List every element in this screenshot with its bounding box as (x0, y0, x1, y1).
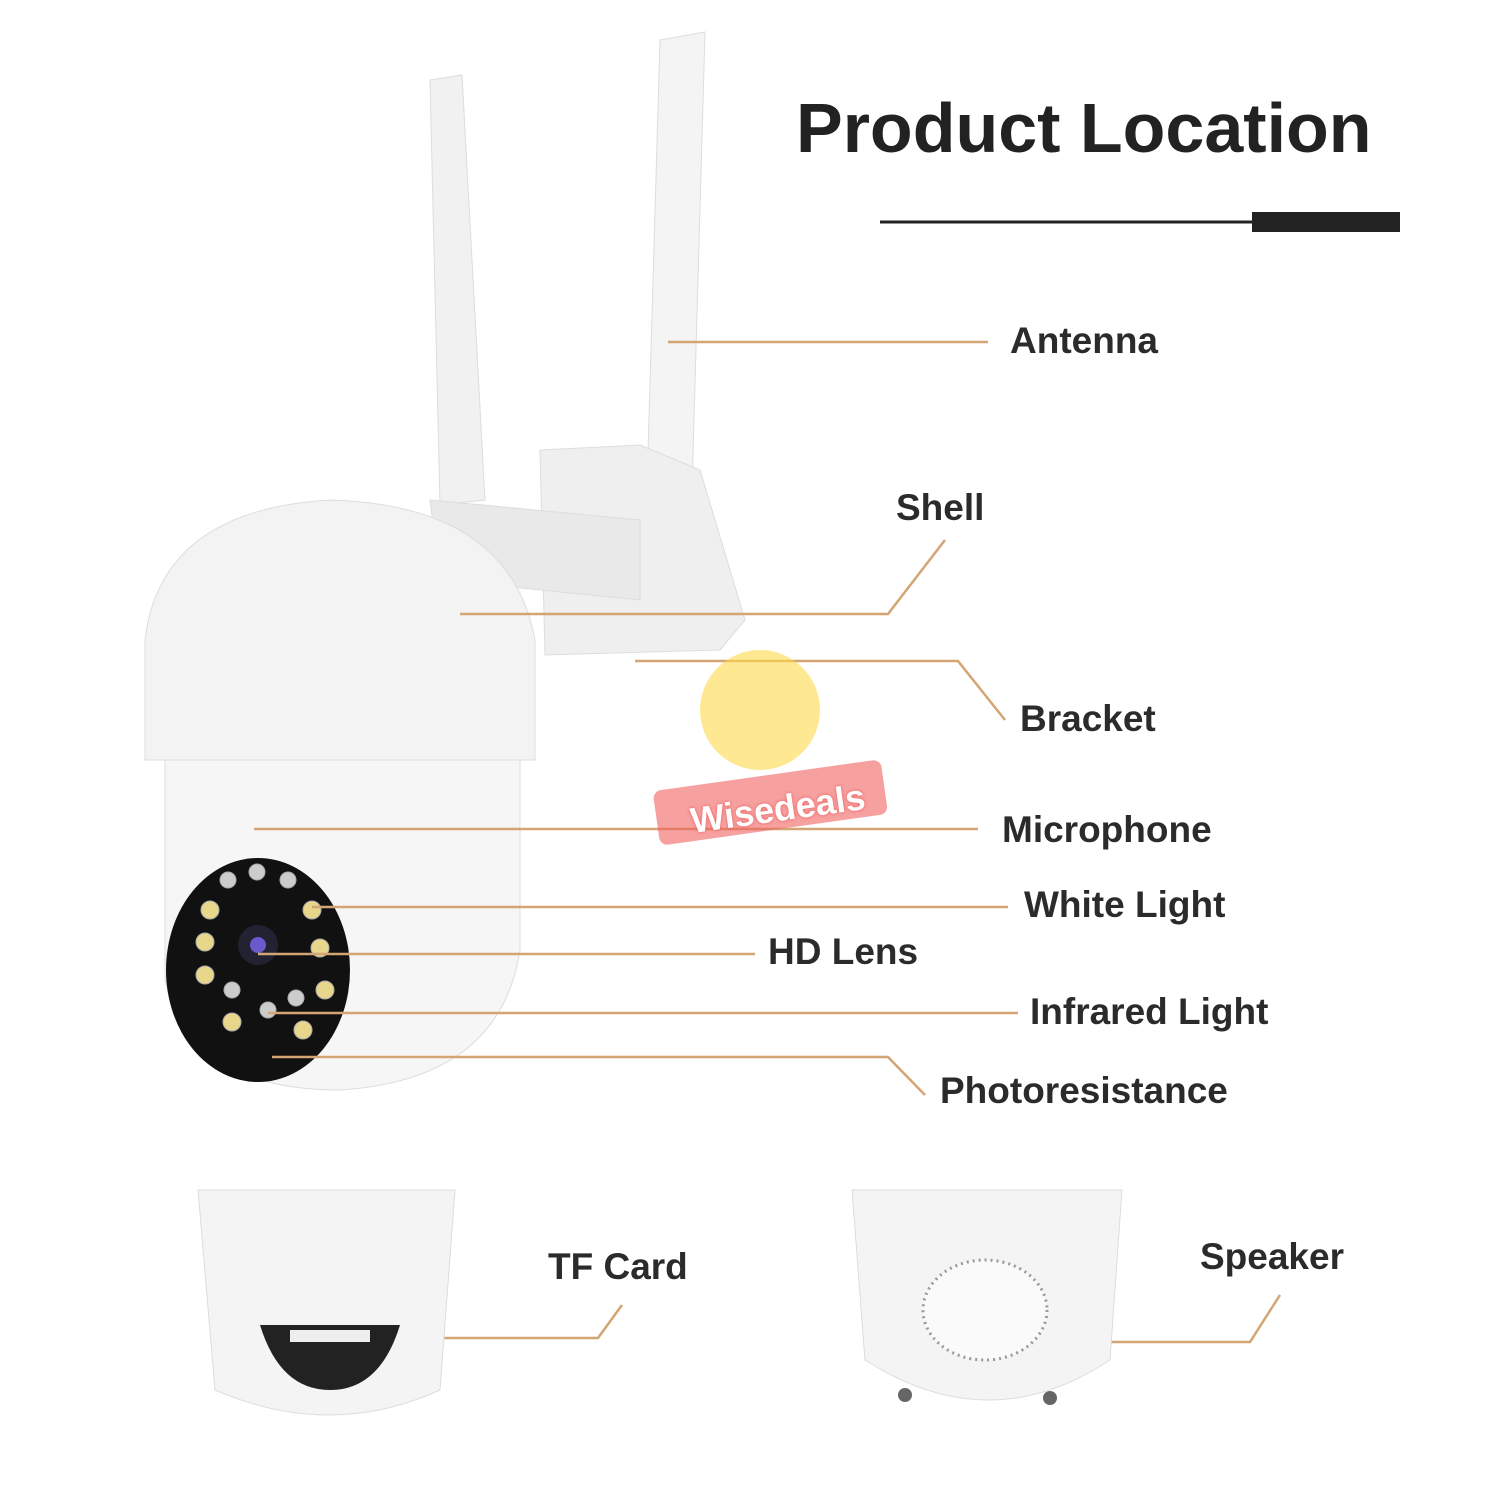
title-underline-bar (1252, 212, 1400, 232)
label-bracket: Bracket (1020, 698, 1156, 739)
tf-card-view (197, 1189, 456, 1416)
antenna-left (429, 74, 486, 506)
watermark-logo (700, 650, 820, 770)
label-hd-lens: HD Lens (768, 931, 919, 972)
label-microphone: Microphone (1002, 809, 1212, 850)
label-photoresistance: Photoresistance (940, 1070, 1228, 1111)
shell (144, 499, 536, 761)
bracket (539, 444, 746, 656)
label-tf-card: TF Card (548, 1246, 688, 1287)
label-antenna: Antenna (1010, 320, 1158, 361)
label-white-light: White Light (1024, 884, 1226, 925)
page-title: Product Location (796, 89, 1372, 167)
lens-panel (166, 858, 350, 1082)
label-speaker: Speaker (1200, 1236, 1344, 1277)
speaker-grille (921, 1258, 1049, 1362)
led-ring (195, 863, 335, 1040)
label-shell: Shell (896, 487, 985, 528)
label-infrared-light: Infrared Light (1030, 991, 1269, 1032)
